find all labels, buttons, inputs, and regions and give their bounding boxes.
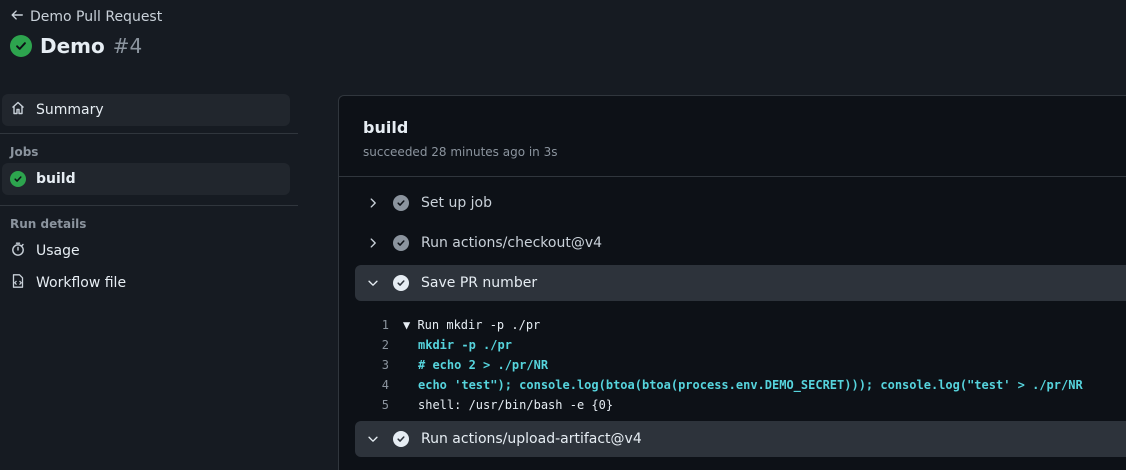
log-line-text: # echo 2 > ./pr/NR (418, 358, 549, 372)
log-line-text: mkdir -p ./pr (418, 338, 512, 352)
sidebar-item-label: Usage (36, 243, 80, 259)
log-line-number[interactable]: 4 (381, 378, 389, 392)
sidebar-item-build[interactable]: build (2, 163, 290, 195)
success-check-icon (10, 35, 32, 57)
log-line-number[interactable]: 3 (381, 358, 389, 372)
log-line-number[interactable]: 1 (381, 318, 389, 332)
run-details-heading: Run details (10, 217, 87, 231)
sidebar-item-label: Summary (36, 102, 104, 118)
back-link-label: Demo Pull Request (30, 9, 163, 25)
success-check-icon (393, 195, 409, 211)
back-link[interactable]: Demo Pull Request (10, 8, 162, 26)
step-label: Run actions/upload-artifact@v4 (421, 431, 642, 447)
step-label: Set up job (421, 195, 492, 211)
sidebar-item-usage[interactable]: Usage (2, 235, 290, 267)
stopwatch-icon (10, 241, 26, 261)
log-line: 5 shell: /usr/bin/bash -e {0} (355, 395, 1126, 415)
jobs-heading: Jobs (10, 145, 39, 159)
step-upload-artifact[interactable]: Run actions/upload-artifact@v4 (355, 421, 1126, 457)
sidebar-item-label: build (36, 171, 76, 187)
success-check-icon (393, 275, 409, 291)
chevron-right-icon (357, 196, 389, 210)
step-log: 1 ▼ Run mkdir -p ./pr 2 mkdir -p ./pr 3 … (355, 305, 1126, 421)
sidebar-item-workflow-file[interactable]: Workflow file (2, 267, 290, 299)
job-title: build (363, 118, 409, 137)
log-line: 2 mkdir -p ./pr (355, 335, 1126, 355)
success-check-icon (393, 431, 409, 447)
log-line-text: echo 'test"); console.log(btoa(btoa(proc… (418, 378, 1083, 392)
log-line: 3 # echo 2 > ./pr/NR (355, 355, 1126, 375)
log-line: 4 echo 'test"); console.log(btoa(btoa(pr… (355, 375, 1126, 395)
log-line-text[interactable]: ▼ Run mkdir -p ./pr (403, 318, 541, 332)
step-save-pr-number[interactable]: Save PR number (355, 265, 1126, 301)
log-line-number[interactable]: 5 (381, 398, 389, 412)
step-set-up-job[interactable]: Set up job (355, 185, 1126, 221)
success-check-icon (10, 171, 26, 187)
log-line: 1 ▼ Run mkdir -p ./pr (355, 315, 1126, 335)
run-name: Demo (40, 34, 105, 58)
chevron-right-icon (357, 236, 389, 250)
job-panel: build succeeded 28 minutes ago in 3s Set… (338, 95, 1126, 470)
log-line-text: shell: /usr/bin/bash -e {0} (418, 398, 614, 412)
sidebar-item-label: Workflow file (36, 275, 127, 291)
chevron-down-icon (357, 276, 389, 290)
step-checkout[interactable]: Run actions/checkout@v4 (355, 225, 1126, 261)
step-label: Save PR number (421, 275, 538, 291)
sidebar: Summary Jobs build Run details Usage Wor… (0, 94, 298, 299)
sidebar-item-summary[interactable]: Summary (2, 94, 290, 126)
chevron-down-icon (357, 432, 389, 446)
arrow-left-icon (10, 8, 24, 26)
home-icon (10, 100, 26, 120)
step-label: Run actions/checkout@v4 (421, 235, 603, 251)
log-line-number[interactable]: 2 (381, 338, 389, 352)
success-check-icon (393, 235, 409, 251)
job-header: build succeeded 28 minutes ago in 3s (339, 96, 1126, 177)
job-steps: Set up job Run actions/checkout@v4 Sav (339, 177, 1126, 457)
sidebar-divider (0, 205, 298, 206)
job-status: succeeded 28 minutes ago in 3s (363, 145, 558, 159)
sidebar-divider (0, 133, 298, 134)
file-code-icon (10, 273, 26, 293)
run-number: #4 (112, 34, 143, 58)
page-title: Demo #4 (10, 34, 142, 58)
